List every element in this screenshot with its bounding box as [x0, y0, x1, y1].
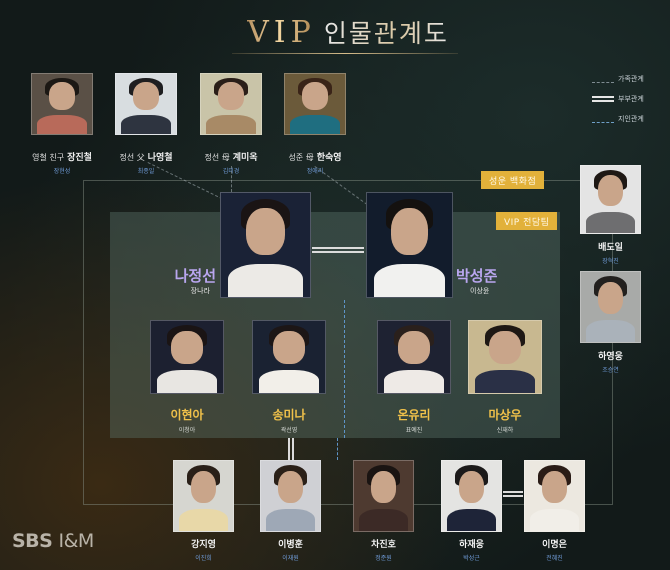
character-card-hajaewoong[interactable]: 하재웅 박성근 — [441, 460, 502, 562]
actor-name: 이상윤 — [470, 287, 490, 295]
actor-name: 곽선영 — [280, 427, 298, 434]
character-photo — [377, 320, 451, 394]
character-card-gyemiok[interactable] — [200, 73, 262, 135]
character-name: 차진호 — [371, 540, 396, 550]
character-name: 강지영 — [191, 540, 216, 550]
marriage-line-bottom — [503, 491, 523, 497]
character-photo — [468, 320, 542, 394]
actor-name: 이청아 — [178, 427, 196, 434]
character-name: 나정선 — [174, 267, 216, 285]
actor-name: 이재원 — [282, 555, 299, 562]
acquaintance-line-team — [344, 300, 345, 438]
character-photo — [200, 73, 262, 135]
actor-name: 장나라 — [190, 287, 210, 295]
character-photo — [441, 460, 502, 532]
character-card-chajinho[interactable]: 차진호 정준원 — [353, 460, 414, 562]
character-name: 배도일 — [598, 243, 623, 253]
legend-family-label: 가족관계 — [618, 75, 644, 83]
character-photo — [580, 271, 641, 343]
actor-name: 최종일 — [137, 168, 155, 175]
actor-name: 이진희 — [195, 555, 212, 562]
character-photo — [284, 73, 346, 135]
character-card-nayoungcheol[interactable] — [115, 73, 177, 135]
actor-name: 정준원 — [375, 555, 392, 562]
sbs-im-logo: SBS I&M — [12, 530, 94, 552]
title-main: 인물관계도 — [324, 14, 449, 50]
character-card-masangwoo[interactable]: 마상우 신재하 — [468, 320, 542, 434]
character-card-jangjincheol[interactable] — [31, 73, 93, 135]
character-photo-parkseongjun[interactable] — [366, 192, 453, 298]
legend-family: 가족관계 — [592, 72, 670, 86]
character-card-kangjiyoung[interactable]: 강지영 이진희 — [173, 460, 234, 562]
acquaintance-line-bottom — [337, 438, 338, 460]
actor-name: 박성근 — [463, 555, 480, 562]
legend-acquaintance: 지인관계 — [592, 112, 670, 126]
actor-name: 장현성 — [53, 168, 71, 175]
character-name: 하재웅 — [459, 540, 484, 550]
relation-line-mother — [231, 166, 232, 192]
character-card-hansukyoung[interactable] — [284, 73, 346, 135]
character-photo — [115, 73, 177, 135]
legend-marriage-label: 부부관계 — [618, 95, 644, 103]
legend: 가족관계 부부관계 지인관계 — [592, 72, 670, 132]
character-photo — [524, 460, 585, 532]
chart-title: VIP 인물관계도 — [233, 14, 463, 50]
vip-team-badge: VIP 전담팀 — [496, 212, 558, 230]
character-card-songmina[interactable]: 송미나 곽선영 — [252, 320, 326, 434]
character-card-baedoil[interactable]: 배도일 장혁진 — [580, 165, 641, 265]
character-name: 송미나 — [272, 408, 306, 422]
department-store-badge: 성운 백화점 — [481, 171, 545, 189]
blue-dashed-line-icon — [592, 121, 614, 123]
actor-name: 장혁진 — [602, 258, 619, 265]
actor-name: 표예진 — [405, 427, 423, 434]
character-card-leemyungeun[interactable]: 이명은 전혜진 — [524, 460, 585, 562]
legend-marriage: 부부관계 — [592, 92, 670, 106]
character-photo — [580, 165, 641, 234]
character-name: 하영웅 — [598, 352, 623, 362]
double-line-icon — [592, 96, 614, 102]
character-name: 이병훈 — [278, 540, 303, 550]
character-photo — [260, 460, 321, 532]
character-photo — [353, 460, 414, 532]
dashed-line-icon — [592, 81, 614, 83]
character-card-onyuri[interactable]: 온유리 표예진 — [377, 320, 451, 434]
character-name: 온유리 — [397, 408, 431, 422]
legend-acquaintance-label: 지인관계 — [618, 115, 644, 123]
character-label-najeongseon: 나정선 장나라 — [150, 265, 216, 296]
logo-brand: SBS — [12, 530, 53, 552]
actor-name: 신재하 — [496, 427, 514, 434]
character-photo — [252, 320, 326, 394]
character-card-leebyunghoon[interactable]: 이병훈 이재원 — [260, 460, 321, 562]
title-prefix: VIP — [247, 14, 316, 50]
marriage-line-songmina — [288, 438, 294, 460]
character-name: 이명은 — [542, 540, 567, 550]
actor-name: 조승연 — [602, 367, 619, 374]
character-name: 이현아 — [170, 408, 204, 422]
character-photo — [173, 460, 234, 532]
actor-name: 김미경 — [222, 168, 240, 175]
title-underline — [232, 53, 458, 54]
character-photo — [31, 73, 93, 135]
character-card-hayoungwoong[interactable]: 하영웅 조승연 — [580, 271, 641, 374]
character-photo-najeongseon[interactable] — [220, 192, 311, 298]
character-card-leehyuna[interactable]: 이현아 이청아 — [150, 320, 224, 434]
actor-name: 전혜진 — [546, 555, 563, 562]
actor-name: 정애리 — [306, 168, 324, 175]
character-name: 마상우 — [488, 408, 522, 422]
logo-sub: I&M — [58, 530, 94, 552]
character-photo — [150, 320, 224, 394]
character-label-parkseongjun: 박성준 이상윤 — [456, 265, 526, 296]
character-name: 박성준 — [456, 267, 498, 285]
marriage-line-leads — [312, 247, 364, 253]
